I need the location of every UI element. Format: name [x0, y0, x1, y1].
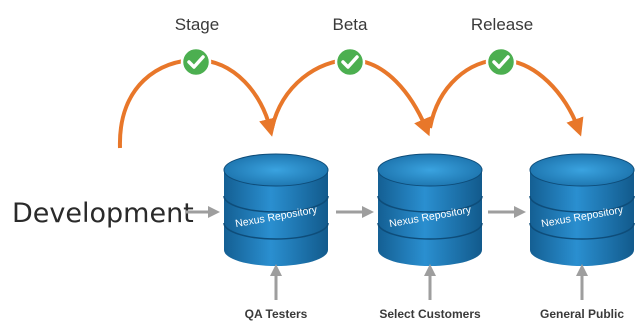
stage-badge-release: [485, 46, 517, 78]
repository-public: Nexus Repository: [529, 153, 635, 266]
check-icon: [492, 55, 510, 69]
database-icon: [223, 153, 329, 266]
audience-label-select: Select Customers: [379, 307, 481, 321]
audience-label-qa: QA Testers: [245, 307, 308, 321]
stage-badge-beta: [334, 46, 366, 78]
check-icon: [187, 55, 205, 69]
repository-select: Nexus Repository: [377, 153, 483, 266]
repository-qa: Nexus Repository: [223, 153, 329, 266]
check-icon: [341, 55, 359, 69]
stage-label-beta: Beta: [333, 15, 369, 34]
stage-label-stage: Stage: [175, 15, 219, 34]
stage-label-release: Release: [471, 15, 533, 34]
database-icon: [529, 153, 635, 266]
stage-badge-stage: [180, 46, 212, 78]
source-label: Development: [12, 198, 194, 229]
audience-label-public: General Public: [540, 307, 624, 321]
database-icon: [377, 153, 483, 266]
